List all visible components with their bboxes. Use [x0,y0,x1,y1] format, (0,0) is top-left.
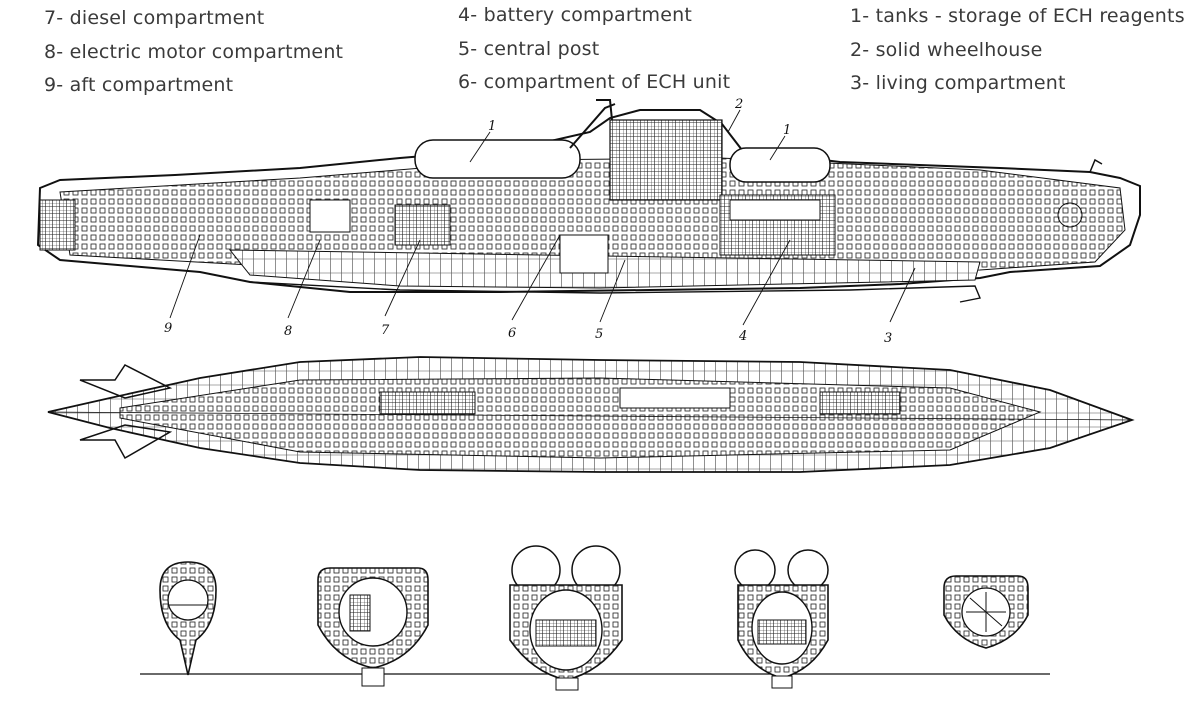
legend-middle-column: 4- battery compartment 5- central post 6… [458,0,730,100]
legend-left-column: 7- diesel compartment 8- electric motor … [44,2,343,103]
callout-7-diesel: 7 [381,323,390,338]
callout-2-wheelhouse: 2 [734,97,743,112]
callout-3-living: 3 [884,331,892,346]
callout-1-fwd-tank: 1 [783,123,791,138]
legend-item-4: 4- battery compartment [458,4,693,26]
side-profile-view: 1 1 2 3 4 5 6 7 8 9 [36,97,1141,346]
legend-item-5: 5- central post [458,37,600,60]
legend-item-8: 8- electric motor compartment [44,40,344,63]
cross-section-3 [509,545,623,691]
plan-view [47,356,1135,473]
callout-4-battery: 4 [738,329,747,344]
cross-section-2 [317,567,429,687]
cross-sections [140,545,1050,691]
cross-section-1 [159,561,217,676]
callout-1-aft-tank: 1 [488,119,496,134]
callout-6-ech-unit: 6 [508,326,516,341]
legend-right-column: 1- tanks - storage of ECH reagents 2- so… [850,0,1185,101]
cross-section-5 [943,575,1029,649]
legend-item-6: 6- compartment of ECH unit [458,71,731,93]
cross-section-4 [734,549,829,689]
callout-5-central-post: 5 [595,327,603,342]
legend-item-3: 3- living compartment [850,72,1066,94]
legend-item-7: 7- diesel compartment [44,7,265,29]
legend-item-1: 1- tanks - storage of ECH reagents [850,5,1185,27]
legend-item-9: 9- aft compartment [44,74,234,96]
callout-8-motor: 8 [284,324,292,339]
callout-9-aft: 9 [164,321,172,336]
legend-item-2: 2- solid wheelhouse [850,38,1043,61]
